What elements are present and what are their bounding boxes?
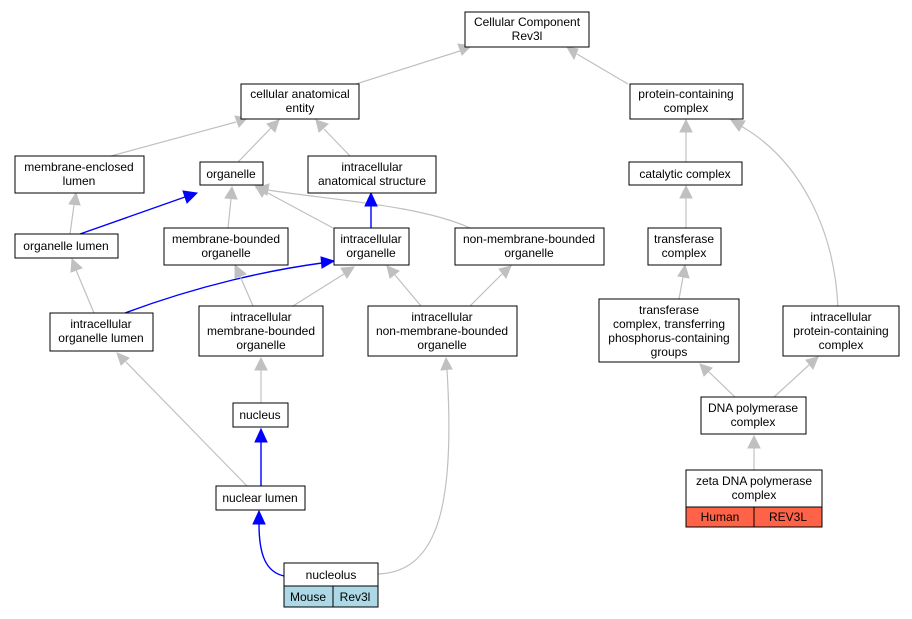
node-organelle[interactable]: organelle: [199, 161, 264, 186]
svg-text:groups: groups: [651, 345, 688, 359]
node-intracellular-organelle[interactable]: intracellular organelle: [333, 227, 410, 266]
node-intracellular-non-membrane-bounded-organelle[interactable]: intracellular non-membrane-bounded organ…: [367, 305, 518, 357]
svg-text:organelle lumen: organelle lumen: [23, 239, 108, 253]
edge-mel-cae: [110, 121, 237, 157]
svg-text:complex: complex: [662, 246, 707, 260]
gene-cell-rev3l-mouse: [332, 585, 379, 608]
svg-text:organelle: organelle: [206, 167, 256, 181]
edges: [68, 43, 839, 577]
node-catalytic-complex[interactable]: catalytic complex: [628, 161, 743, 186]
svg-text:complex, transferring: complex, transferring: [613, 317, 725, 331]
gene-cell-rev3l-human: [753, 506, 823, 528]
node-nucleus[interactable]: nucleus: [232, 402, 289, 428]
svg-text:cellular anatomical: cellular anatomical: [250, 87, 349, 101]
node-intracellular-organelle-lumen[interactable]: intracellular organelle lumen: [49, 312, 154, 352]
edge-nucleolus-inmbo: [377, 369, 450, 575]
edge-imbo-mbo: [239, 275, 254, 307]
svg-text:zeta DNA polymerase: zeta DNA polymerase: [696, 474, 812, 488]
svg-text:complex: complex: [732, 488, 777, 502]
svg-text:transferase: transferase: [639, 303, 699, 317]
svg-text:membrane-enclosed: membrane-enclosed: [24, 160, 133, 174]
edge-dpc-tctp: [708, 371, 736, 398]
svg-text:transferase: transferase: [654, 232, 714, 246]
edge-io-org: [265, 191, 334, 229]
node-transferase-complex-transferring-phosphorus[interactable]: transferase complex, transferring phosph…: [598, 298, 740, 363]
edge-org-cae: [237, 127, 272, 163]
node-non-membrane-bounded-organelle[interactable]: non-membrane-bounded organelle: [454, 227, 605, 266]
node-organelle-lumen[interactable]: organelle lumen: [14, 233, 119, 259]
svg-text:nuclear lumen: nuclear lumen: [222, 491, 297, 505]
edge-cae-root: [355, 49, 464, 85]
nodes: Cellular Component Rev3l cellular anatom…: [14, 11, 900, 608]
edge-orl-org: [79, 196, 186, 235]
svg-text:intracellular: intracellular: [411, 310, 472, 324]
svg-text:non-membrane-bounded: non-membrane-bounded: [376, 324, 508, 338]
edge-nucleolus-nl: [258, 523, 285, 577]
edge-imbo-io: [292, 273, 345, 307]
svg-text:intracellular: intracellular: [340, 232, 401, 246]
svg-text:protein-containing: protein-containing: [793, 324, 888, 338]
edge-pcc-root: [576, 53, 629, 85]
node-membrane-bounded-organelle[interactable]: membrane-bounded organelle: [163, 227, 289, 266]
svg-text:non-membrane-bounded: non-membrane-bounded: [463, 232, 595, 246]
gene-label-rev3l-mouse: Rev3l: [340, 590, 371, 604]
svg-text:catalytic complex: catalytic complex: [639, 167, 730, 181]
species-label-mouse: Mouse: [290, 590, 326, 604]
svg-text:DNA polymerase: DNA polymerase: [708, 401, 798, 415]
svg-text:lumen: lumen: [63, 174, 96, 188]
svg-text:intracellular: intracellular: [341, 160, 402, 174]
node-transferase-complex[interactable]: transferase complex: [647, 227, 722, 266]
svg-text:Cellular Component: Cellular Component: [474, 15, 581, 29]
svg-text:intracellular: intracellular: [70, 317, 131, 331]
node-intracellular-protein-containing-complex[interactable]: intracellular protein-containing complex: [782, 305, 900, 357]
node-protein-containing-complex[interactable]: protein-containing complex: [629, 83, 744, 120]
edge-iol-orl: [75, 269, 95, 314]
svg-text:Rev3l: Rev3l: [512, 29, 543, 43]
edge-inmbo-nmbo: [469, 273, 503, 307]
edge-tctp-tc: [678, 276, 684, 300]
svg-text:membrane-bounded: membrane-bounded: [172, 232, 280, 246]
svg-text:membrane-bounded: membrane-bounded: [207, 324, 315, 338]
svg-text:organelle: organelle: [504, 246, 554, 260]
edge-dpc-ipcc: [773, 364, 810, 398]
edge-iol-io: [124, 262, 323, 314]
node-cellular-component[interactable]: Cellular Component Rev3l: [464, 11, 590, 48]
node-nuclear-lumen[interactable]: nuclear lumen: [215, 485, 306, 511]
species-label-human: Human: [701, 510, 740, 524]
node-zeta-dna-polymerase-complex[interactable]: zeta DNA polymerase complex Human REV3L: [685, 469, 823, 528]
node-nucleolus[interactable]: nucleolus Mouse Rev3l: [283, 562, 379, 608]
node-intracellular-membrane-bounded-organelle[interactable]: intracellular membrane-bounded organelle: [198, 305, 324, 357]
edge-nl-iol: [125, 361, 248, 487]
svg-text:protein-containing: protein-containing: [638, 87, 733, 101]
gene-label-rev3l-human: REV3L: [769, 510, 807, 524]
svg-text:organelle lumen: organelle lumen: [58, 331, 143, 345]
svg-text:organelle: organelle: [236, 338, 286, 352]
edge-inmbo-io: [394, 274, 422, 307]
svg-text:entity: entity: [286, 101, 315, 115]
svg-text:organelle: organelle: [346, 246, 396, 260]
svg-text:organelle: organelle: [417, 338, 467, 352]
svg-text:nucleolus: nucleolus: [306, 568, 357, 582]
svg-text:complex: complex: [731, 415, 776, 429]
node-cellular-anatomical-entity[interactable]: cellular anatomical entity: [240, 83, 360, 120]
svg-text:complex: complex: [664, 101, 709, 115]
svg-text:intracellular: intracellular: [230, 310, 291, 324]
edge-mbo-org: [227, 198, 232, 229]
edge-orl-mel: [69, 204, 75, 235]
edge-ipcc-pcc: [740, 125, 839, 310]
svg-text:nucleus: nucleus: [239, 408, 280, 422]
node-membrane-enclosed-lumen[interactable]: membrane-enclosed lumen: [14, 155, 145, 194]
node-intracellular-anatomical-structure[interactable]: intracellular anatomical structure: [307, 155, 437, 194]
node-dna-polymerase-complex[interactable]: DNA polymerase complex: [700, 396, 807, 435]
svg-text:complex: complex: [819, 338, 864, 352]
svg-text:phosphorus-containing: phosphorus-containing: [608, 331, 729, 345]
svg-text:organelle: organelle: [201, 246, 251, 260]
edge-ias-cae: [323, 128, 351, 157]
svg-text:intracellular: intracellular: [810, 310, 871, 324]
svg-text:anatomical structure: anatomical structure: [318, 174, 426, 188]
